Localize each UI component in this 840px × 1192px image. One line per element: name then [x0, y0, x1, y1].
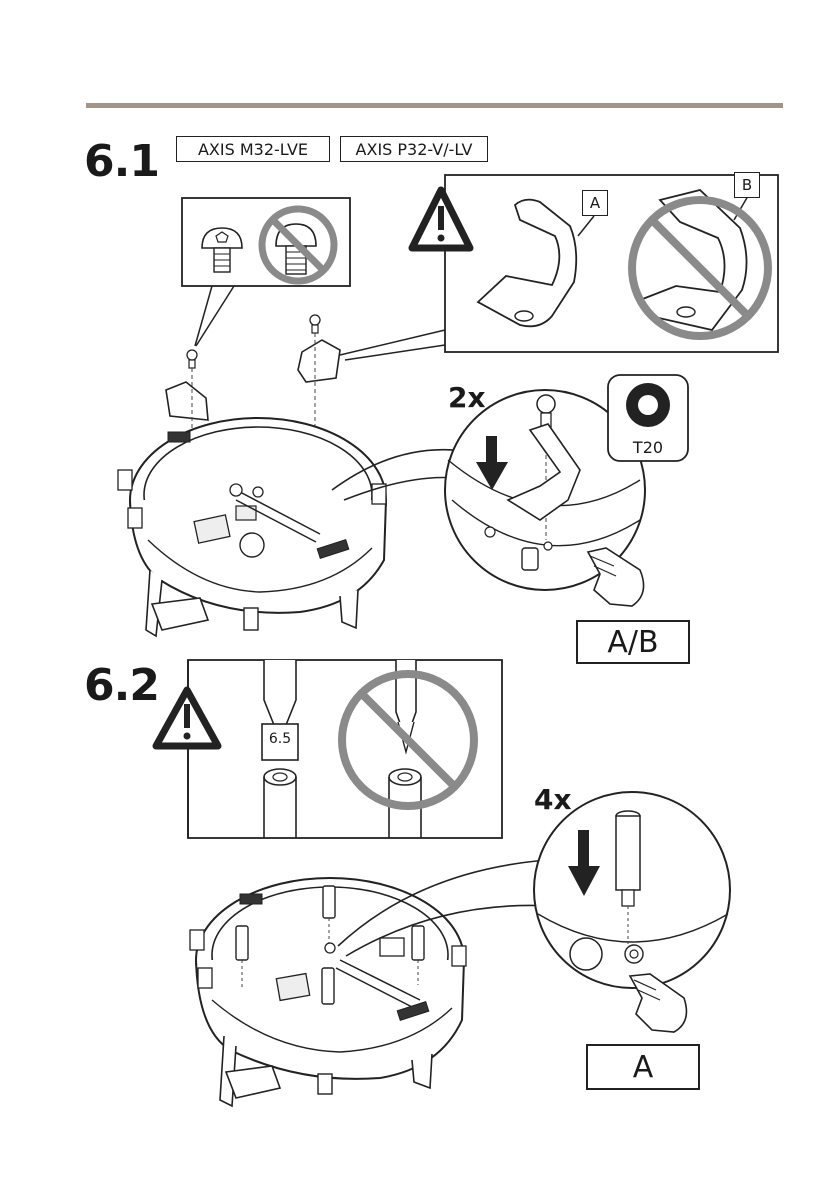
- screwdriver-size-label: 6.5: [262, 731, 298, 747]
- position-tag-2: A: [586, 1044, 700, 1090]
- tool-label: T20: [608, 438, 688, 457]
- screw-comparison-box: [182, 198, 350, 346]
- position-tag-1: A/B: [576, 620, 690, 664]
- housing-base-illustration-1: [118, 315, 470, 636]
- pointing-hand-icon: [630, 974, 686, 1032]
- clip-warning-box: [340, 175, 778, 360]
- pointing-hand-icon: [588, 548, 644, 606]
- clip-label-b: B: [734, 172, 760, 198]
- quantity-label-2: 4x: [534, 786, 572, 814]
- clip-label-a: A: [582, 190, 608, 216]
- step-number-6-2: 6.2: [84, 664, 159, 708]
- screwdriver-box: [188, 660, 502, 838]
- quantity-label-1: 2x: [448, 384, 486, 412]
- zoom-detail-2: [534, 792, 730, 1032]
- housing-base-illustration-2: [190, 860, 552, 1106]
